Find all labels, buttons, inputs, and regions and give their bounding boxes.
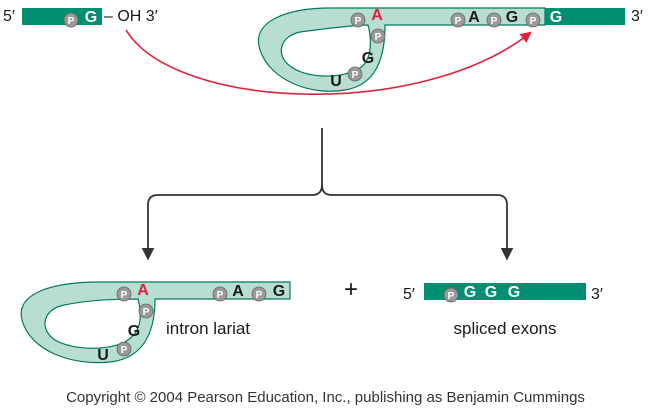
svg-text:P: P [375,32,382,43]
svg-text:P: P [121,290,128,301]
svg-text:P: P [121,345,128,356]
svg-text:P: P [352,70,359,81]
spliced-3prime-label: 3′ [591,286,603,303]
top-left-5prime-label: 5′ [3,8,15,25]
phosphate-icon: P [138,303,154,319]
svg-text:P: P [448,291,455,302]
phosphate-icon: P [63,12,79,28]
phosphate-icon: P [347,66,363,82]
svg-text:P: P [217,290,224,301]
lariat-group: P A P G P U P A P G intron lariat [20,281,291,364]
top-right-seq-g1: G [506,9,518,26]
svg-text:P: P [491,16,498,27]
top-right-seq-a: A [468,9,480,26]
svg-text:P: P [530,16,537,27]
top-left-nucleotide-g: G [85,9,97,26]
spliced-exon-bar [424,283,586,300]
phosphate-icon: P [116,286,132,302]
lariat-loop-u: U [97,347,109,364]
phosphate-icon: P [370,28,386,44]
reaction-arrows [141,128,514,261]
lariat-loop-g: G [128,323,140,340]
spliced-seq-g2: G [485,284,497,301]
svg-text:P: P [355,16,362,27]
spliced-label: spliced exons [453,319,556,338]
copyright-notice: Copyright © 2004 Pearson Education, Inc.… [66,389,585,406]
phosphate-icon: P [116,341,132,357]
plus-sign: + [344,276,358,303]
top-right-loop-u: U [330,73,342,90]
top-right-seq-g2: G [550,9,562,26]
spliced-seq-g1: G [464,284,476,301]
top-right-branch-a: A [371,7,383,24]
svg-text:P: P [256,290,263,301]
phosphate-icon: P [525,12,541,28]
top-right-loop-g: G [362,50,374,67]
phosphate-icon: P [443,287,459,303]
top-right-intron-group: 3′ P A P G P U P A P G P G [257,7,643,92]
attack-arrow [125,29,532,95]
svg-text:P: P [143,307,150,318]
top-left-exon-bar [22,8,102,25]
svg-text:P: P [68,16,75,27]
lariat-branch-a: A [137,282,149,299]
lariat-seq-a: A [232,283,244,300]
phosphate-icon: P [251,286,267,302]
lariat-seq-g: G [273,283,285,300]
top-left-exon-group: 5′ P G – OH 3′ [3,8,158,28]
lariat-label: intron lariat [166,319,250,338]
spliced-5prime-label: 5′ [403,286,415,303]
top-right-exon-bar [545,8,625,25]
top-right-3prime-label: 3′ [631,8,643,25]
phosphate-icon: P [486,12,502,28]
phosphate-icon: P [450,12,466,28]
spliced-seq-g3: G [508,284,520,301]
phosphate-icon: P [350,12,366,28]
svg-text:P: P [455,16,462,27]
top-right-intron-loop [257,7,546,92]
spliced-exons-group: 5′ P G P G G 3′ spliced exons [403,283,603,338]
top-left-oh-label: – OH 3′ [104,8,158,25]
phosphate-icon: P [212,286,228,302]
